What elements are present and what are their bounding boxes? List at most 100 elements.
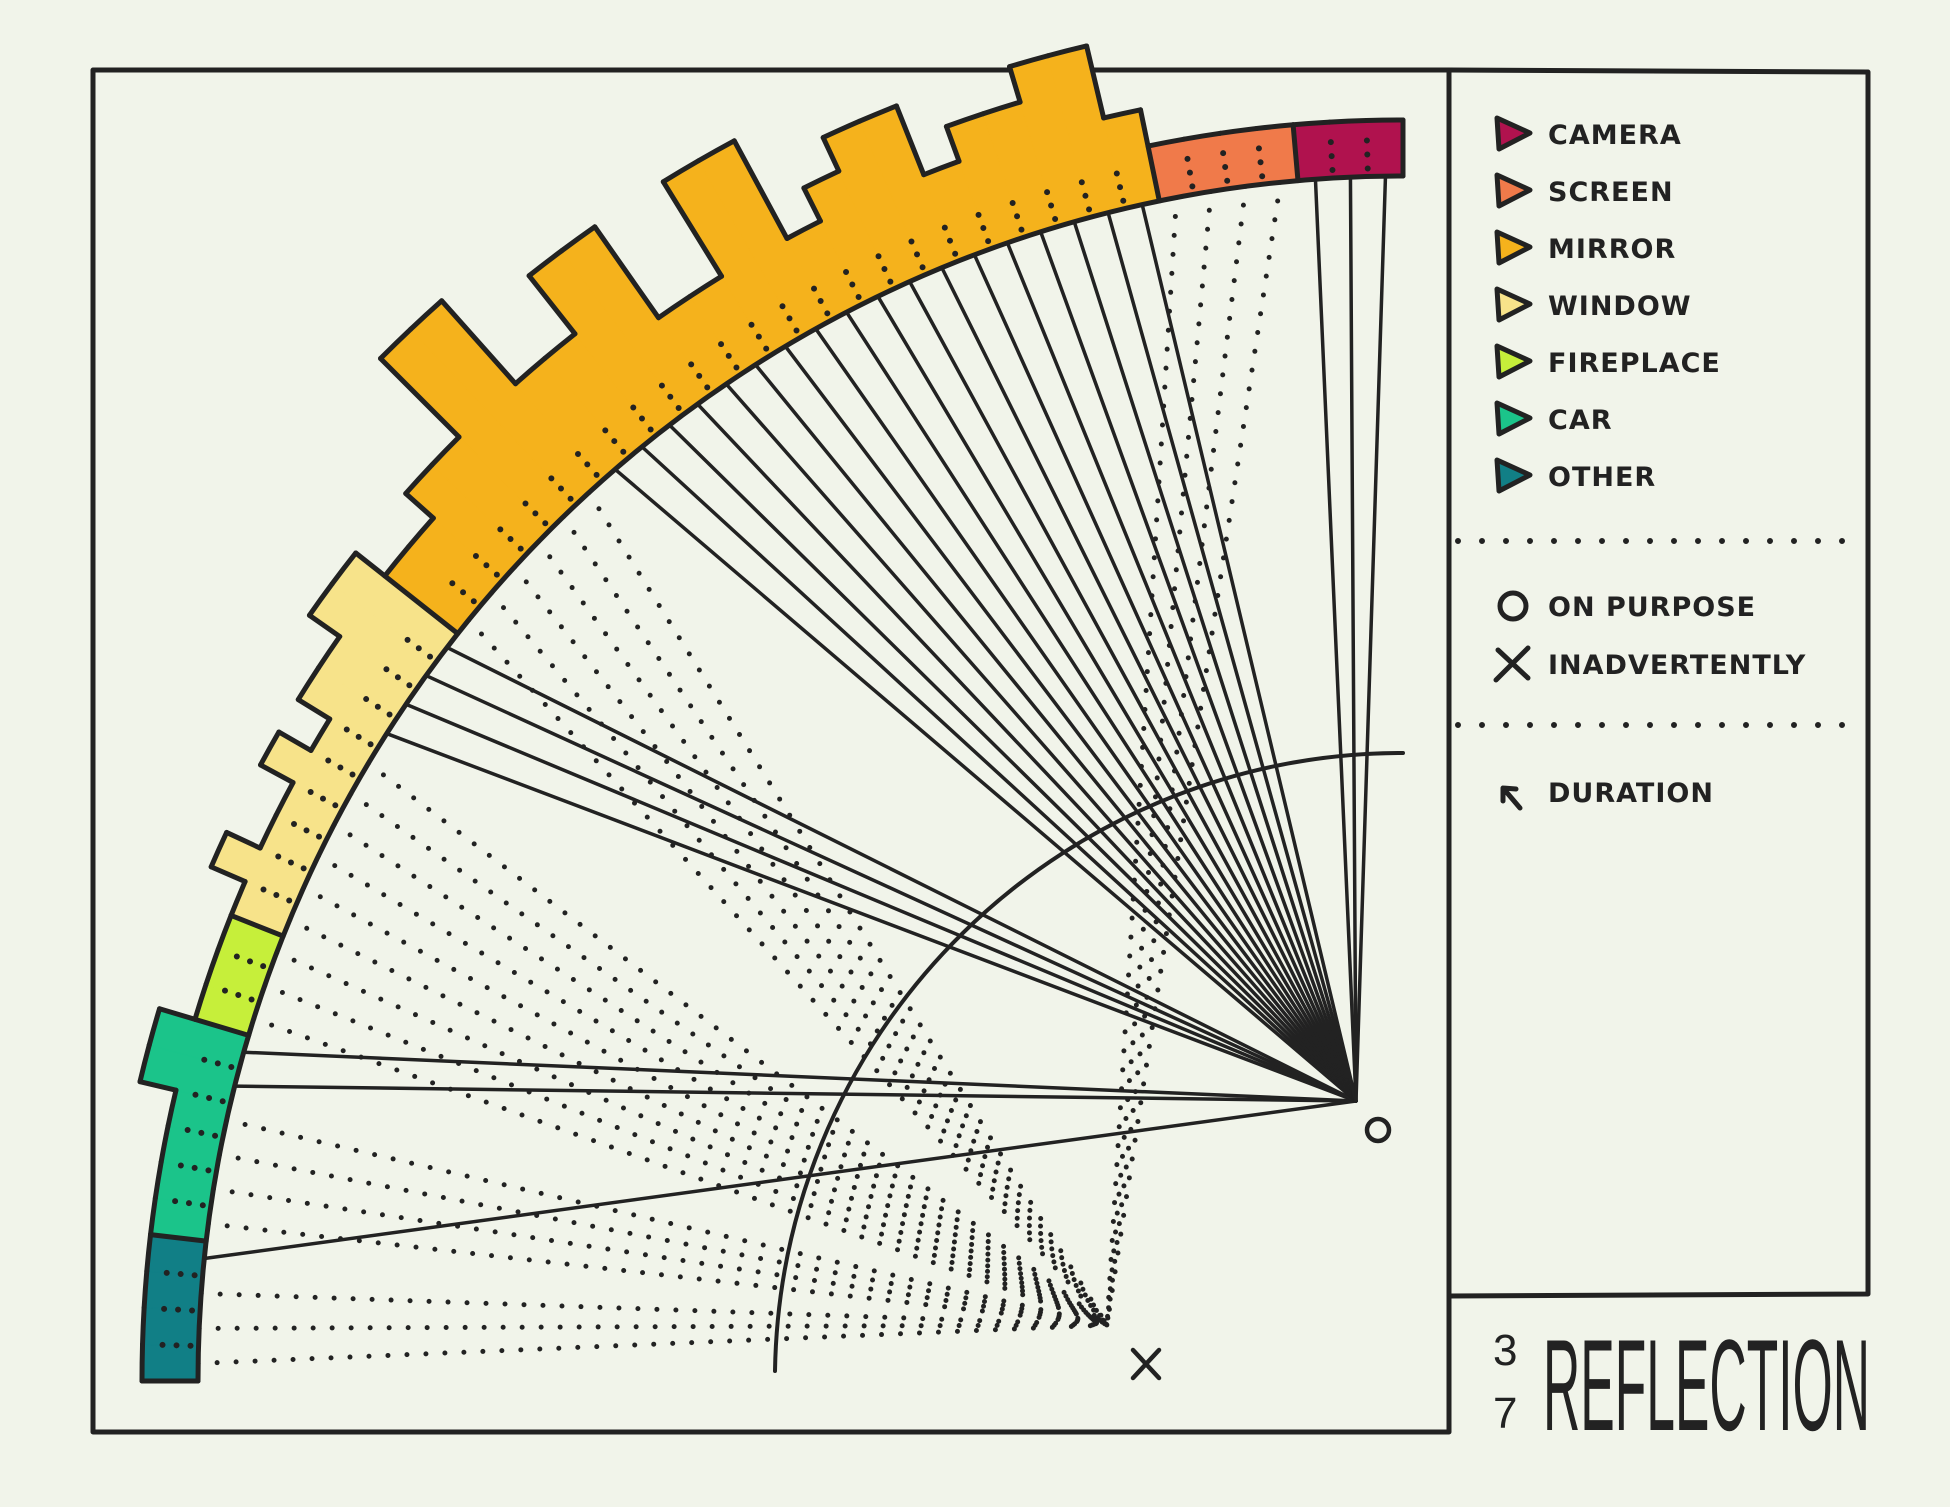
legend: CAMERA SCREEN MIRROR WINDOW FIREPLACE CAR OTHE… [1494,115,1721,494]
on-purpose-icon [1497,590,1529,622]
inadvertent-line [262,982,1110,1328]
on-purpose-line [695,402,1358,1103]
inadvertent-line [216,1152,1110,1328]
bar-step [526,273,578,337]
inadvertent-line [210,1186,1110,1328]
inadvertent-line [274,949,1110,1328]
title: REFLECTION [1543,1312,1870,1458]
legend-duration: DURATION [1548,778,1714,809]
camera-triangle-icon [1494,115,1533,152]
bar-step [224,829,263,851]
bar-outline [1327,118,1369,125]
bar-step [208,864,248,885]
on-purpose-line [424,673,1358,1103]
legend-label-window: WINDOW [1548,291,1692,322]
bar-outline [139,1341,146,1384]
on-purpose-line [384,731,1358,1103]
bar-step [257,762,296,786]
inadvertent-line [466,617,1110,1328]
bar-step [306,612,343,639]
legend-inadvertently: INADVERTENTLY [1548,650,1806,681]
inadvertent-line [1104,194,1180,1328]
legend-label-camera: CAMERA [1548,120,1682,151]
category-divider [1138,107,1162,204]
on-purpose-line [813,327,1358,1103]
inadvertent-line [1104,188,1214,1328]
legend-label-other: OTHER [1548,462,1656,493]
inadvertent-line [251,1016,1110,1328]
bar-step [943,124,962,164]
bar-step [1007,64,1023,105]
bar-camera [1365,119,1404,178]
on-purpose-line [1106,210,1358,1103]
on-purpose-line [1005,241,1358,1103]
legend-label-car: CAR [1548,405,1613,436]
on-purpose-line [404,702,1358,1103]
car-triangle-icon [1494,400,1533,437]
on-purpose-marker [1364,1116,1392,1144]
bar-inner-edge [195,173,1406,1384]
on-purpose-line [972,253,1358,1103]
bar-step [893,103,927,178]
inadvertent-line [315,853,1110,1328]
bar-step [295,697,333,722]
fireplace-triangle-icon [1494,343,1533,380]
bar-outline [140,1305,147,1347]
on-purpose-line [1072,219,1358,1103]
bar-other [142,1307,201,1347]
on-purpose-line [241,1050,1358,1103]
reference-arc [773,751,1405,1373]
inadvertent-line [287,917,1110,1328]
bar-step [403,490,436,521]
bar-step [660,179,725,279]
category-divider [353,550,461,637]
bar-step [731,138,790,241]
category-divider [148,1232,209,1244]
inadvertent-line [331,822,1110,1328]
inadvertent-line [224,1117,1110,1328]
screen-triangle-icon [1494,172,1533,209]
inadvertent-line [488,590,1110,1328]
bar-outline [1363,117,1406,124]
legend-label-mirror: MIRROR [1548,234,1676,265]
on-purpose-line [724,382,1358,1103]
inadvertent-line [301,885,1110,1328]
on-purpose-line [613,467,1358,1103]
on-purpose-line [445,645,1358,1103]
radial-chart [137,43,1406,1384]
bar-step [276,729,314,753]
legend-on-purpose: ON PURPOSE [1548,592,1756,623]
inadvertent-line [560,514,1110,1328]
on-purpose-line [876,294,1358,1103]
bar-step [592,224,661,321]
legend-frame [1446,67,1871,1299]
on-purpose-line [232,1084,1358,1103]
on-purpose-line [1348,175,1358,1103]
window-triangle-icon [1494,286,1533,323]
on-purpose-line [783,344,1358,1103]
bar-step [439,298,518,387]
other-triangle-icon [1494,457,1533,494]
on-purpose-line [1354,174,1388,1103]
bar-other [141,1343,200,1382]
legend-label-fireplace: FIREPLACE [1548,348,1721,379]
on-purpose-line [907,279,1358,1103]
inadvertent-marker [1130,1347,1162,1381]
legend-label-screen: SCREEN [1548,177,1674,208]
inadvertent-line [195,1322,1110,1366]
chart-frame [90,67,1452,1435]
duration-arrow-icon [1500,785,1523,811]
on-purpose-line [1038,230,1358,1103]
title-number-top: 3 [1493,1326,1517,1375]
on-purpose-line [667,423,1358,1103]
inadvertent-line [196,1322,1110,1331]
on-purpose-line [640,444,1358,1103]
on-purpose-line [940,265,1358,1103]
bar-step [820,135,842,174]
category-divider [157,1006,252,1038]
on-purpose-line [844,310,1358,1103]
bar-step [137,1079,179,1093]
on-purpose-line [1140,202,1358,1103]
inadvertent-line [586,490,1110,1328]
mirror-triangle-icon [1494,229,1533,266]
